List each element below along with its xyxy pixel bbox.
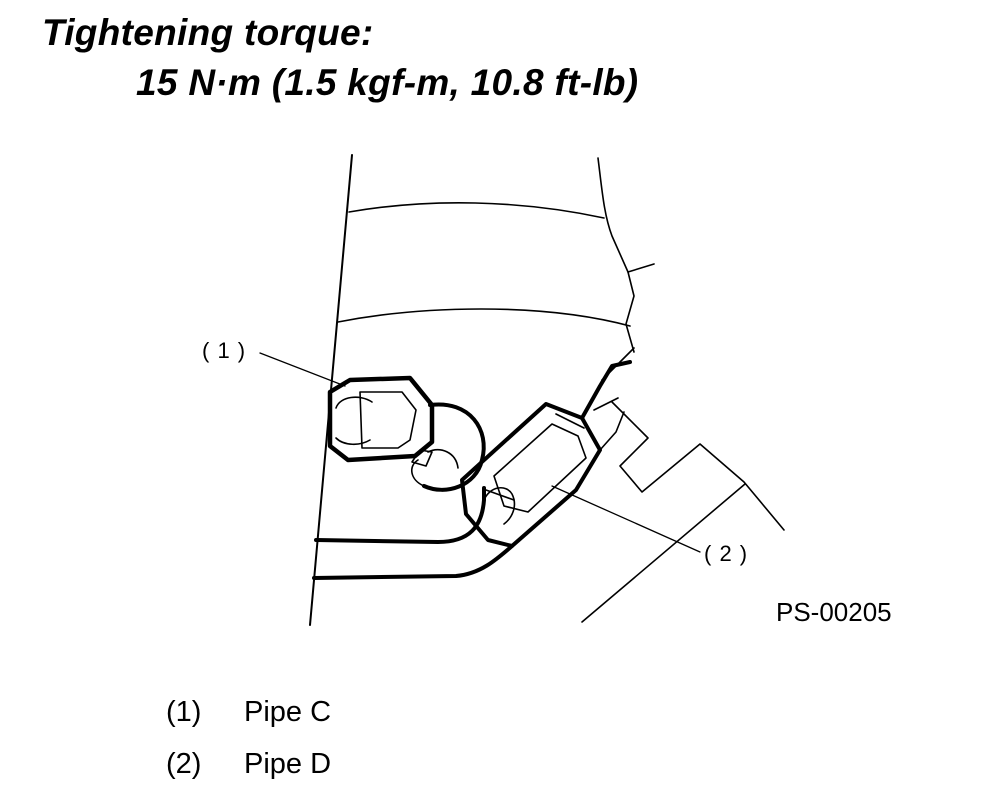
leader-line-2 [551, 485, 701, 553]
torque-title: Tightening torque: [42, 12, 374, 53]
pipe-run-lower [312, 544, 514, 580]
pipe-d-nut [460, 402, 602, 548]
legend-item-pipe-d: (2) Pipe D [166, 748, 331, 781]
leader-line-1 [259, 352, 346, 387]
pipe-run-upper [314, 486, 486, 544]
legend-label: Pipe D [244, 748, 332, 780]
figure-code: PS-00205 [776, 597, 892, 627]
torque-value: 15 N·m (1.5 kgf-m, 10.8 ft-lb) [136, 62, 639, 103]
pipe-c-nut-flats [335, 396, 373, 446]
legend-number: (1) [166, 696, 202, 728]
pipe-c-nut-face [359, 391, 417, 449]
pipe-d-tube-lower [599, 411, 625, 451]
pipe-d-nut-face [493, 423, 587, 513]
bracket-lower-edge [581, 483, 746, 623]
legend-label: Pipe C [244, 696, 332, 728]
callout-1: ( 1 ) [202, 338, 247, 363]
bracket-outline [611, 401, 785, 531]
housing-right-edge [597, 157, 635, 353]
pipe-run-end [483, 487, 516, 525]
pipe-d-tube-upper [580, 360, 632, 420]
legend-number: (2) [166, 748, 202, 780]
legend-item-pipe-c: (1) Pipe C [166, 696, 331, 729]
bracket-inner [593, 347, 635, 411]
pipe-c-flange [411, 449, 433, 467]
housing-seam-2 [337, 308, 631, 327]
pipe-c-bend-inner [411, 448, 459, 487]
housing-seam-1 [348, 202, 605, 219]
callout-2: ( 2 ) [704, 541, 749, 566]
pipe-c-nut [327, 375, 435, 463]
housing-notch [627, 263, 655, 273]
